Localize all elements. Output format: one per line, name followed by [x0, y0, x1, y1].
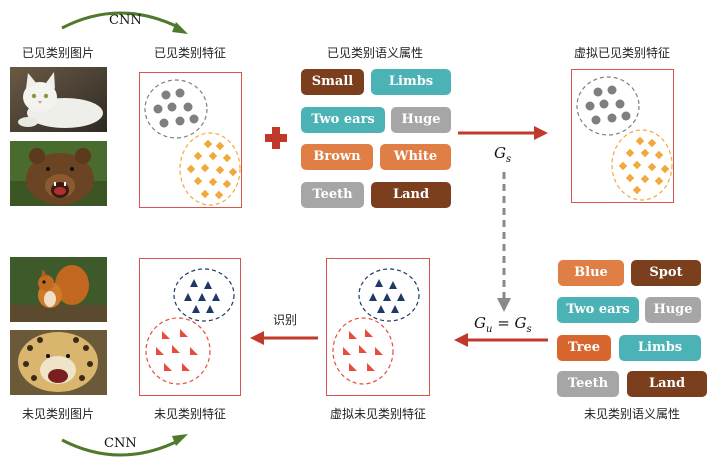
seen-features-label: 已见类别特征 — [153, 46, 227, 60]
squirrel-photo — [10, 257, 107, 322]
seen-attr-white: White — [380, 144, 451, 170]
seen-attr-small: Small — [301, 69, 364, 95]
seen-attr-limbs: Limbs — [371, 69, 451, 95]
unseen-features-label: 未见类别特征 — [153, 407, 227, 421]
leopard-photo — [10, 330, 107, 395]
unseen-images-label: 未见类别图片 — [21, 407, 95, 421]
cnn-top-label: CNN — [109, 13, 142, 28]
seen-attr-land: Land — [371, 182, 451, 208]
unseen-attr-land: Land — [627, 371, 707, 397]
seen-attributes-label: 已见类别语义属性 — [326, 46, 424, 60]
seen-attr-two-ears: Two ears — [301, 107, 385, 133]
unseen-attr-two-ears: Two ears — [557, 297, 639, 323]
unseen-attr-huge: Huge — [645, 297, 701, 323]
seen-attr-huge: Huge — [391, 107, 451, 133]
virtual-unseen-features-label: 虚拟未见类别特征 — [329, 407, 427, 421]
unseen-attributes-label: 未见类别语义属性 — [583, 407, 681, 421]
cnn-bottom-label: CNN — [104, 436, 137, 451]
seen-attr-brown: Brown — [301, 144, 373, 170]
generator-gs-label: Gs — [494, 144, 512, 165]
virtual-seen-features-label: 虚拟已见类别特征 — [573, 46, 671, 60]
unseen-attr-teeth: Teeth — [557, 371, 619, 397]
seen-images-label: 已见类别图片 — [21, 46, 95, 60]
unseen-feature-box — [139, 258, 241, 396]
cat-photo — [10, 67, 107, 132]
virtual-seen-feature-box — [571, 69, 674, 203]
generator-gu-label: Gu = Gs — [474, 314, 532, 335]
unseen-attr-spot: Spot — [631, 260, 701, 286]
bear-photo — [10, 141, 107, 206]
unseen-attr-blue: Blue — [558, 260, 624, 286]
unseen-attr-limbs: Limbs — [619, 335, 701, 361]
seen-feature-box — [139, 72, 242, 208]
virtual-unseen-feature-box — [326, 258, 430, 396]
seen-attr-teeth: Teeth — [301, 182, 364, 208]
unseen-attr-tree: Tree — [557, 335, 611, 361]
recognize-label: 识别 — [272, 313, 298, 327]
